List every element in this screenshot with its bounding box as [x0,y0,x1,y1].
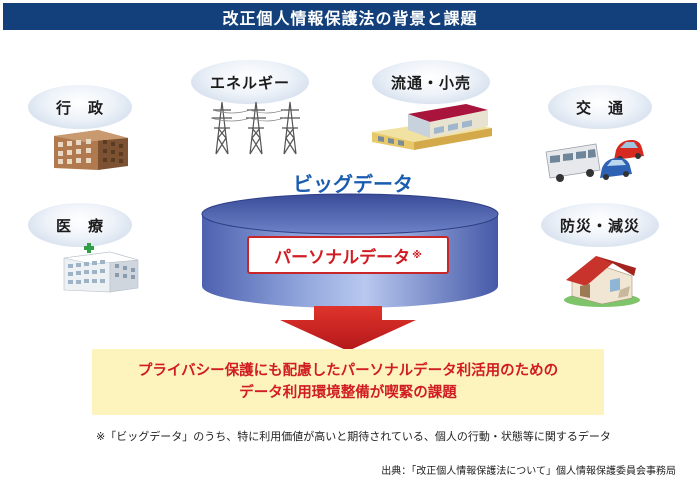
down-arrow-icon [280,306,416,351]
sector-label-bosai: 防災・減災 [541,203,659,247]
conclusion-line-2: データ利用環境整備が喫緊の課題 [239,385,457,401]
page-title: 改正個人情報保護法の背景と課題 [3,3,697,30]
personal-data-label: パーソナルデータ [274,247,411,268]
source-citation: 出典：「改正個人情報保護法について」個人情報保護委員会事務局 [381,466,676,477]
bigdata-label: ビッグデータ [293,172,413,196]
sector-label-gyosei: 行 政 [28,85,132,129]
power-pylon-icon [210,101,300,155]
damaged-house-icon [564,256,640,307]
bus-and-cars-icon [545,140,644,182]
personal-data-footnote-mark: ※ [412,249,422,261]
conclusion-box: プライバシー保護にも配慮したパーソナルデータ利活用のための データ利用環境整備が… [92,349,604,415]
hospital-icon [63,243,139,293]
conclusion-line-1: プライバシー保護にも配慮したパーソナルデータ利活用のための [137,363,559,379]
sector-label-iryo: 医 療 [28,203,132,247]
government-building-icon [54,130,128,170]
footnote: ※「ビッグデータ」のうち、特に利用価値が高いと期待されている、個人の行動・状態等… [96,430,611,443]
sector-label-energy: エネルギー [191,60,309,104]
sector-label-ryutsu: 流通・小売 [372,60,490,104]
shopping-mall-icon [372,104,492,150]
sector-label-kotsu: 交 通 [548,85,652,129]
personal-data-box: パーソナルデータ※ [247,236,449,274]
